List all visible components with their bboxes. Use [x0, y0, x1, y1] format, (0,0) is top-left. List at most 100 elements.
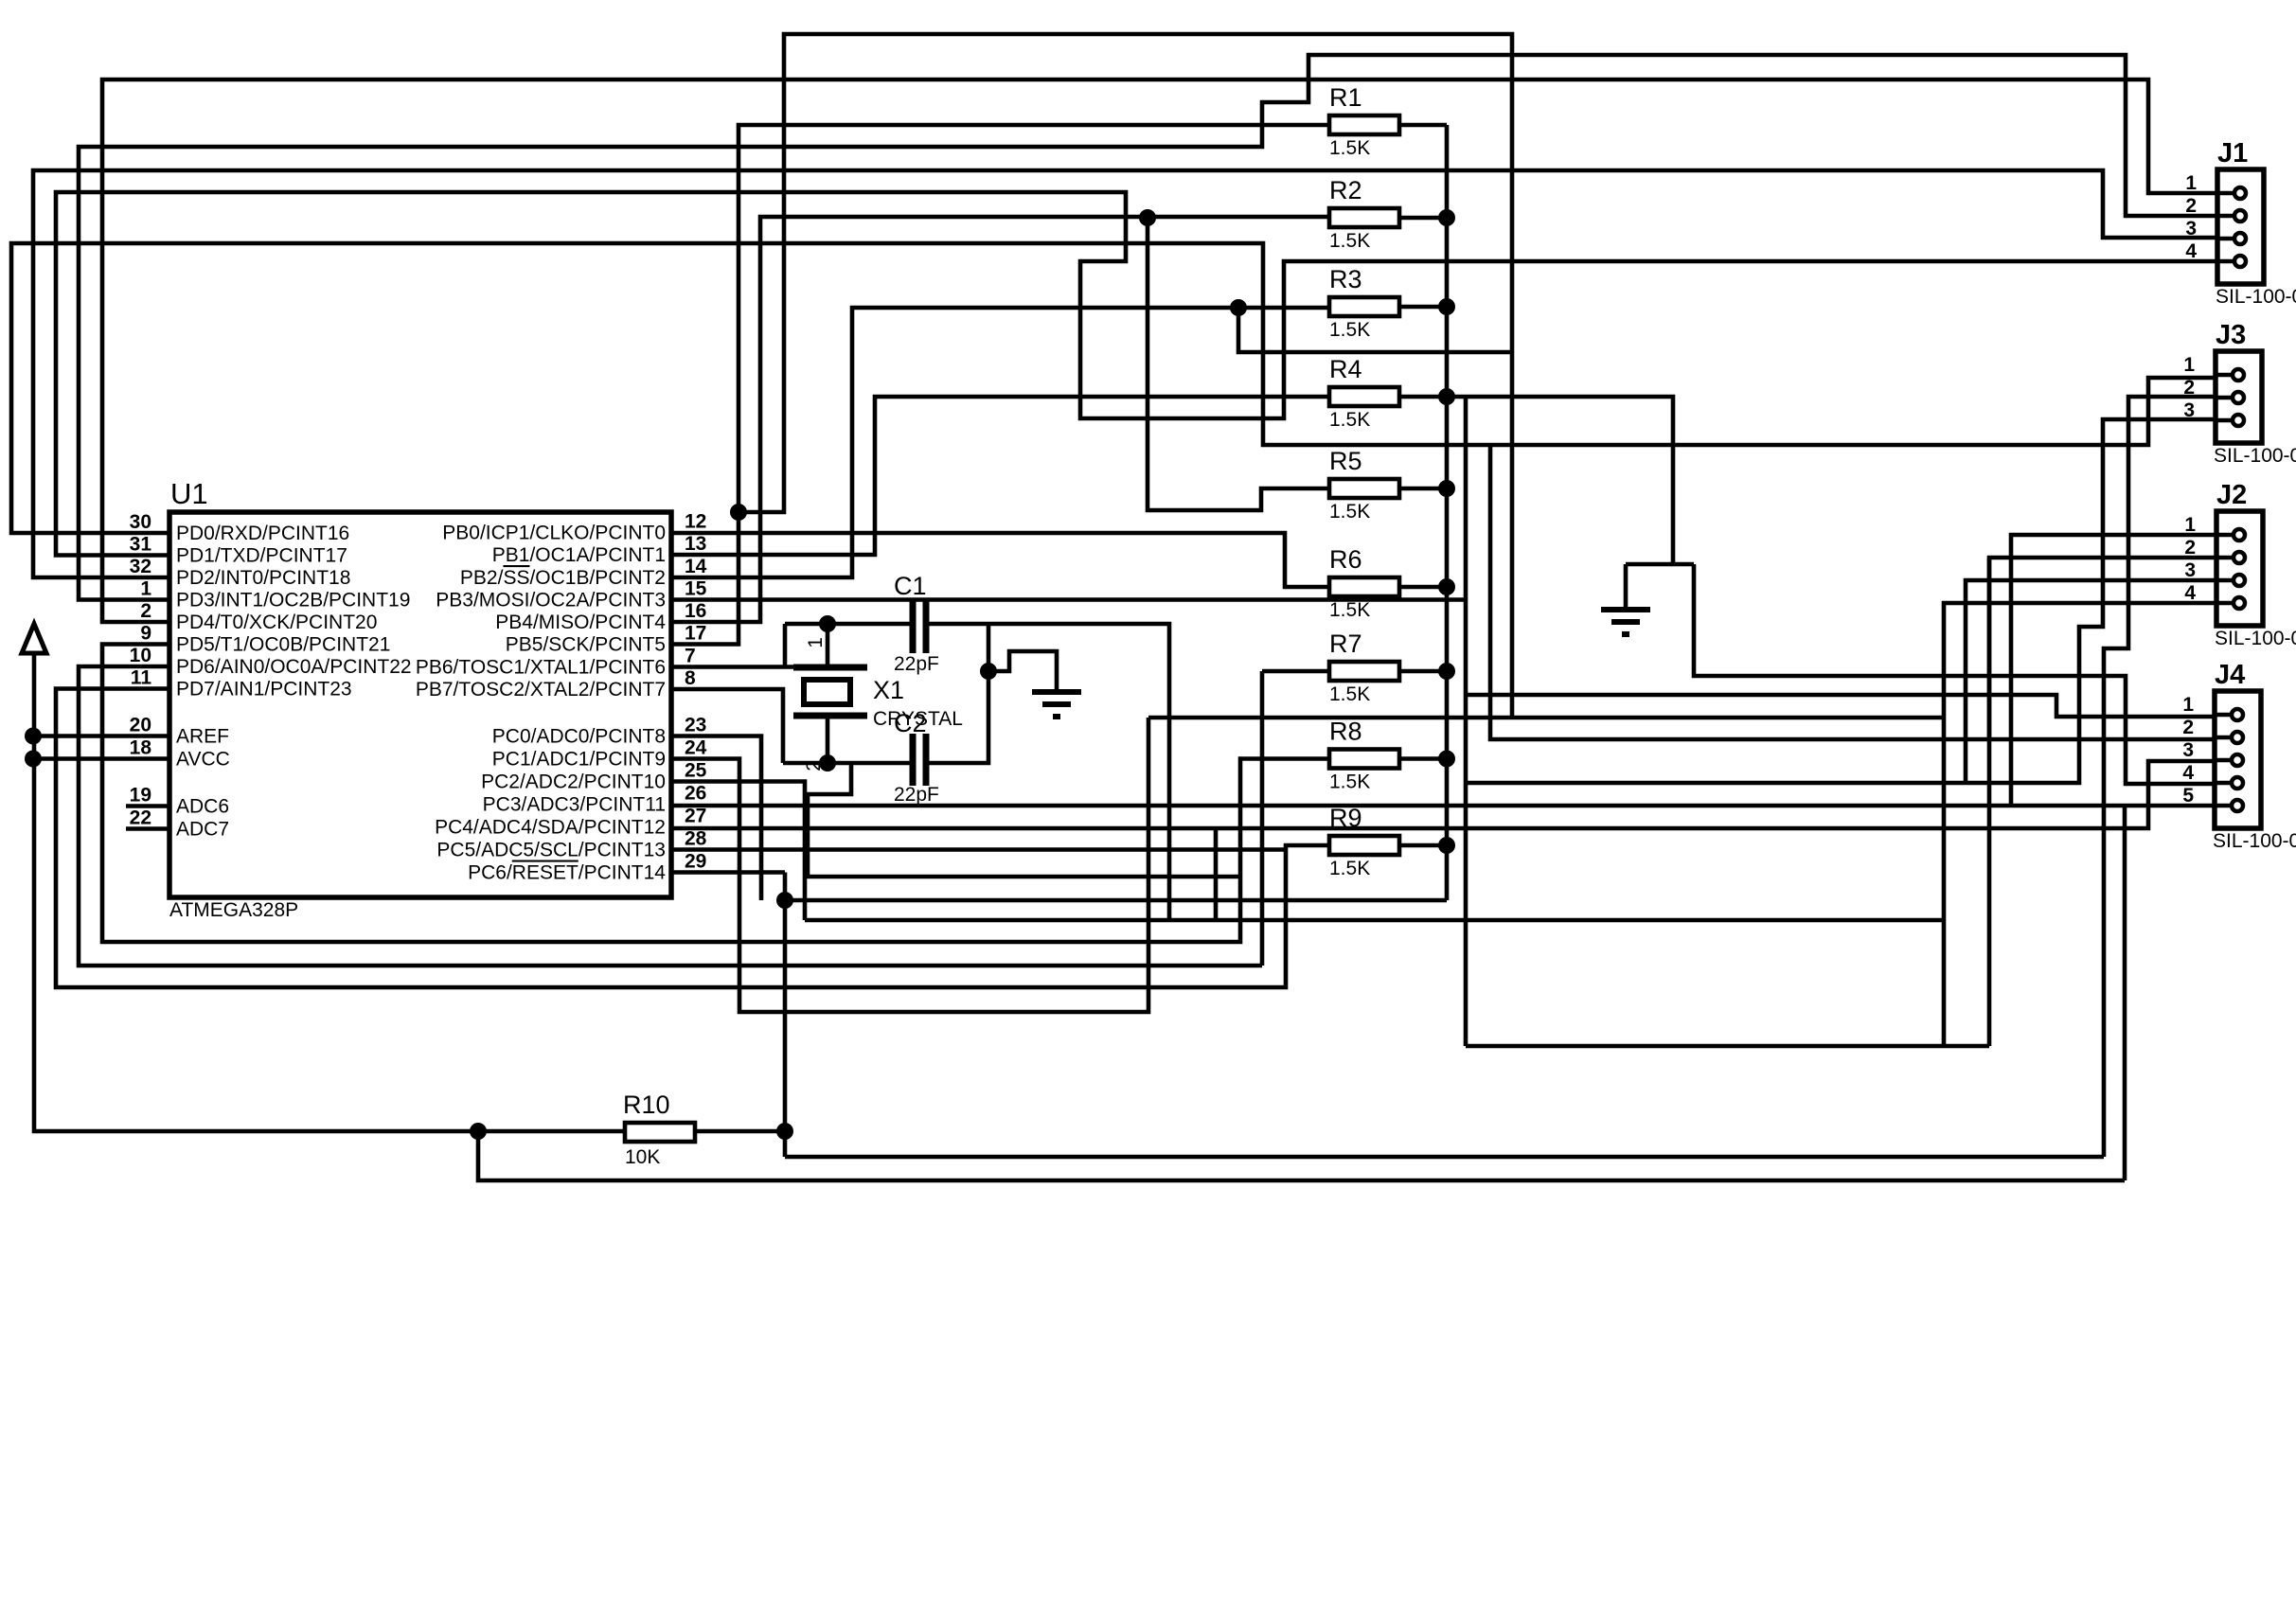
svg-text:PD5/T1/OC0B/PCINT21: PD5/T1/OC0B/PCINT21	[176, 634, 390, 656]
svg-text:1: 1	[805, 637, 827, 648]
svg-text:R4: R4	[1329, 355, 1362, 383]
svg-text:R10: R10	[623, 1091, 670, 1119]
svg-text:22: 22	[130, 807, 151, 829]
svg-text:2: 2	[2183, 377, 2195, 399]
svg-text:10K: 10K	[625, 1146, 660, 1168]
svg-text:28: 28	[685, 828, 707, 850]
svg-text:14: 14	[685, 556, 707, 577]
svg-text:J3: J3	[2216, 320, 2246, 350]
svg-text:R5: R5	[1329, 447, 1362, 475]
svg-text:22pF: 22pF	[894, 653, 939, 675]
svg-text:25: 25	[685, 760, 707, 782]
svg-text:3: 3	[2183, 399, 2195, 421]
svg-text:27: 27	[685, 806, 706, 827]
svg-text:R7: R7	[1329, 630, 1362, 658]
svg-text:2: 2	[140, 600, 151, 622]
svg-text:11: 11	[131, 667, 152, 689]
svg-text:PC0/ADC0/PCINT8: PC0/ADC0/PCINT8	[492, 726, 666, 748]
svg-text:X1: X1	[873, 676, 904, 704]
svg-text:ADC6: ADC6	[176, 796, 229, 818]
svg-text:PB3/MOSI/OC2A/PCINT3: PB3/MOSI/OC2A/PCINT3	[436, 590, 666, 612]
svg-text:1.5K: 1.5K	[1329, 858, 1370, 879]
svg-text:3: 3	[2184, 559, 2196, 581]
svg-text:4: 4	[2182, 762, 2194, 784]
svg-text:15: 15	[685, 578, 707, 600]
svg-text:1.5K: 1.5K	[1329, 230, 1370, 252]
svg-text:PB0/ICP1/CLKO/PCINT0: PB0/ICP1/CLKO/PCINT0	[442, 523, 666, 544]
svg-text:R8: R8	[1329, 718, 1362, 746]
svg-text:PD1/TXD/PCINT17: PD1/TXD/PCINT17	[176, 545, 347, 567]
svg-text:U1: U1	[170, 477, 208, 510]
svg-text:PB5/SCK/PCINT5: PB5/SCK/PCINT5	[506, 634, 666, 656]
svg-text:22pF: 22pF	[894, 784, 939, 806]
svg-text:3: 3	[2185, 218, 2197, 239]
svg-text:R3: R3	[1329, 265, 1362, 293]
svg-text:AREF: AREF	[176, 726, 229, 748]
svg-text:1.5K: 1.5K	[1329, 501, 1370, 523]
svg-text:23: 23	[685, 715, 706, 736]
svg-text:31: 31	[130, 534, 152, 556]
svg-text:29: 29	[685, 851, 706, 873]
svg-text:24: 24	[685, 737, 707, 759]
svg-text:2: 2	[2185, 195, 2197, 217]
svg-text:1.5K: 1.5K	[1329, 683, 1370, 705]
svg-text:SIL-100-0: SIL-100-0	[2213, 830, 2296, 852]
svg-text:2: 2	[803, 760, 825, 772]
svg-text:R1: R1	[1329, 83, 1362, 112]
svg-text:PC2/ADC2/PCINT10: PC2/ADC2/PCINT10	[481, 772, 666, 793]
svg-text:R2: R2	[1329, 176, 1362, 204]
svg-text:AVCC: AVCC	[176, 749, 230, 771]
svg-text:19: 19	[130, 785, 151, 807]
svg-text:1.5K: 1.5K	[1329, 137, 1370, 159]
svg-text:5: 5	[2182, 785, 2194, 807]
svg-text:20: 20	[130, 715, 151, 736]
svg-text:2: 2	[2182, 717, 2194, 738]
svg-text:32: 32	[130, 556, 151, 577]
svg-text:PC1/ADC1/PCINT9: PC1/ADC1/PCINT9	[492, 749, 666, 771]
svg-text:J4: J4	[2215, 660, 2245, 690]
svg-text:PB1/OC1A/PCINT1: PB1/OC1A/PCINT1	[492, 544, 666, 566]
svg-text:9: 9	[140, 623, 151, 645]
svg-text:4: 4	[2185, 240, 2197, 262]
svg-text:17: 17	[685, 623, 706, 645]
svg-text:1: 1	[2184, 514, 2196, 536]
svg-text:R9: R9	[1329, 804, 1362, 832]
svg-text:18: 18	[130, 737, 152, 759]
svg-text:1: 1	[2183, 354, 2195, 376]
svg-text:SIL-100-0: SIL-100-0	[2215, 628, 2296, 649]
svg-text:1: 1	[2185, 172, 2197, 194]
svg-text:10: 10	[130, 645, 151, 666]
svg-text:PD7/AIN1/PCINT23: PD7/AIN1/PCINT23	[176, 679, 352, 701]
svg-text:4: 4	[2184, 582, 2196, 604]
svg-text:ATMEGA328P: ATMEGA328P	[169, 899, 298, 921]
svg-text:3: 3	[2182, 739, 2194, 761]
svg-text:1: 1	[140, 578, 151, 600]
svg-text:1.5K: 1.5K	[1329, 409, 1370, 431]
svg-text:16: 16	[685, 600, 706, 622]
svg-text:SIL-100-0: SIL-100-0	[2216, 286, 2296, 308]
svg-text:PD6/AIN0/OC0A/PCINT22: PD6/AIN0/OC0A/PCINT22	[176, 656, 412, 678]
svg-text:PB2/SS/OC1B/PCINT2: PB2/SS/OC1B/PCINT2	[460, 567, 666, 589]
svg-text:13: 13	[685, 533, 706, 555]
svg-text:1: 1	[2182, 694, 2194, 716]
svg-text:7: 7	[685, 646, 696, 667]
svg-text:SIL-100-0: SIL-100-0	[2214, 445, 2296, 467]
svg-text:12: 12	[685, 511, 706, 533]
svg-text:PB7/TOSC2/XTAL2/PCINT7: PB7/TOSC2/XTAL2/PCINT7	[416, 679, 666, 701]
svg-text:PD4/T0/XCK/PCINT20: PD4/T0/XCK/PCINT20	[176, 612, 377, 633]
svg-text:1.5K: 1.5K	[1329, 772, 1370, 793]
svg-text:C1: C1	[894, 572, 927, 600]
svg-text:8: 8	[685, 667, 696, 689]
svg-text:C2: C2	[894, 709, 927, 737]
svg-text:26: 26	[685, 783, 706, 805]
svg-text:PC3/ADC3/PCINT11: PC3/ADC3/PCINT11	[483, 794, 666, 816]
svg-text:CRYSTAL: CRYSTAL	[873, 708, 963, 730]
svg-text:PB6/TOSC1/XTAL1/PCINT6: PB6/TOSC1/XTAL1/PCINT6	[416, 657, 666, 679]
svg-text:J2: J2	[2216, 480, 2247, 510]
svg-text:PC5/ADC5/SCL/PCINT13: PC5/ADC5/SCL/PCINT13	[436, 840, 666, 861]
svg-text:2: 2	[2184, 537, 2196, 559]
svg-text:ADC7: ADC7	[176, 819, 229, 841]
svg-text:PB4/MISO/PCINT4: PB4/MISO/PCINT4	[495, 612, 666, 633]
svg-text:30: 30	[130, 511, 151, 533]
svg-text:PD3/INT1/OC2B/PCINT19: PD3/INT1/OC2B/PCINT19	[176, 590, 410, 612]
